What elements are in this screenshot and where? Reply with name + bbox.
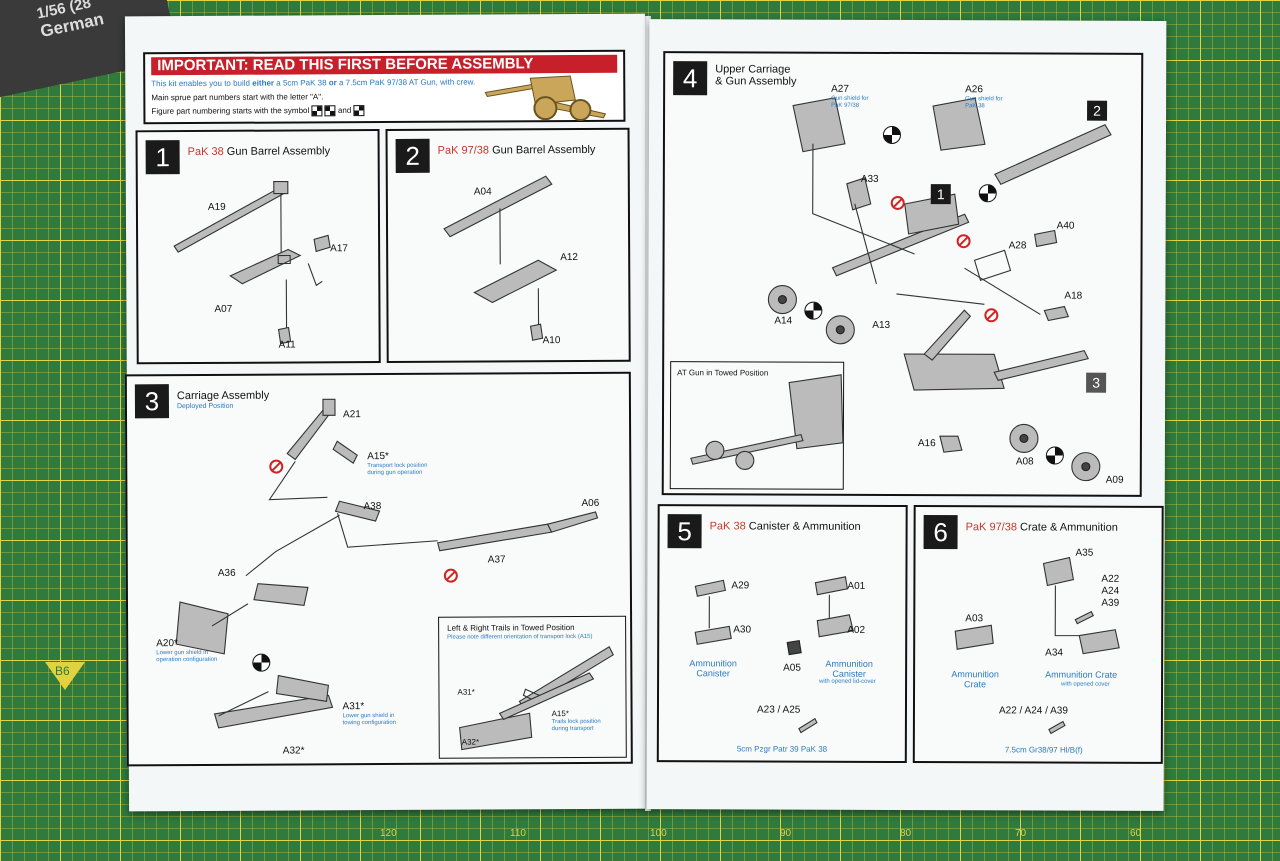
ammunition-parts: A23 / A25 [757,704,800,715]
step-6-diagram [915,507,1166,766]
part-label: A32* [283,745,305,756]
ammunition-caption: 7.5cm Gr38/97 Hl/B(f) [1005,745,1083,754]
part-label: A33 [861,174,879,185]
step-5-panel: 5 PaK 38 Canister & Ammunition A29 A01 A… [657,504,908,763]
part-label: A39 [1101,598,1119,609]
part-label: A22 [1101,574,1119,585]
step-6-panel: 6 PaK 97/38 Crate & Ammunition A35 A22 A… [913,505,1164,764]
part-label: A19 [208,202,226,213]
prohibited-icon [957,234,971,248]
figure-symbol-icon [325,105,336,116]
figure-symbol-icon [354,105,365,116]
part-label: A16 [918,438,936,449]
step-3-panel: 3 Carriage Assembly Deployed Position A2… [125,372,633,767]
part-label: A34 [1045,647,1063,658]
part-label: A10 [543,335,561,346]
part-label: A31* [343,701,365,712]
step-4-panel: 4 Upper Carriage& Gun Assembly [662,51,1144,497]
part-label: A30 [733,624,751,635]
instruction-page-left: IMPORTANT: READ THIS FIRST BEFORE ASSEMB… [125,14,649,812]
prohibited-icon [891,196,905,210]
part-label: A37 [488,554,506,565]
step-5-diagram [659,506,910,765]
part-label: A15* [367,451,389,462]
part-label: A08 [1016,456,1034,467]
step-2-panel: 2 PaK 97/38 Gun Barrel Assembly A04 A12 … [386,128,631,363]
important-notice: IMPORTANT: READ THIS FIRST BEFORE ASSEMB… [143,50,625,125]
part-label: A01 [847,581,865,592]
part-note: with opened lid-cover [819,679,876,686]
towed-gun-diagram [671,362,845,491]
part-label: A24 [1101,586,1119,597]
instruction-page-right: 4 Upper Carriage& Gun Assembly [647,19,1167,811]
ammunition-caption: 5cm Pzgr Patr 39 PaK 38 [737,744,827,753]
part-label: A13 [872,320,890,331]
part-label: A29 [731,580,749,591]
part-label: A05 [783,663,801,674]
part-label: A09 [1106,475,1124,486]
part-note: with opened cover [1061,682,1110,689]
figure-part-symbol-icon [1046,446,1064,464]
cutting-mat-marker: B6 [45,662,85,688]
ammunition-parts: A22 / A24 / A39 [999,705,1068,716]
prohibited-icon [984,308,998,322]
part-label: A20* [156,638,178,649]
part-label: A07 [214,304,232,315]
figure-symbol-icon [311,105,322,116]
part-label: A11 [279,339,296,350]
subassembly-badge: 3 [1086,373,1106,393]
part-label: A02 [847,625,865,636]
part-label: A04 [474,186,492,197]
part-label: A27 [831,84,849,95]
part-label: A38 [363,501,381,512]
step-1-panel: 1 PaK 38 Gun Barrel Assembly A19 A17 A07… [136,129,381,364]
part-label: A32* [462,738,479,747]
towed-position-inset: AT Gun in Towed Position [670,361,844,490]
ammunition-crate-open-label: Ammunition Crate [1045,669,1117,679]
figure-part-symbol-icon [883,126,901,144]
part-label: A40 [1057,221,1075,232]
part-label: A06 [581,498,599,509]
part-label: A14 [774,316,792,327]
part-label: A28 [1009,240,1027,251]
important-line-1: This kit enables you to build either a 5… [151,78,475,89]
part-label: A26 [965,84,983,95]
figure-part-symbol-icon [804,302,822,320]
important-line-3: Figure part numbering starts with the sy… [151,105,364,117]
step-2-diagram [388,130,633,365]
part-label: A03 [965,613,983,624]
part-label: A31* [457,688,474,697]
cutting-mat-label: B6 [55,664,70,678]
part-label: A35 [1075,548,1093,559]
prohibited-icon [269,460,283,474]
towed-trails-inset: Left & Right Trails in Towed Position Pl… [438,616,627,759]
figure-part-symbol-icon [979,184,997,202]
part-label: A18 [1064,291,1082,302]
subassembly-badge: 2 [1087,101,1107,121]
prohibited-icon [444,569,458,583]
anti-tank-gun-illustration [475,70,615,123]
part-label: A17 [330,243,348,254]
figure-part-symbol-icon [252,654,270,672]
part-label: A12 [560,252,578,263]
subassembly-badge: 1 [931,184,951,204]
important-line-2: Main sprue part numbers start with the l… [151,92,323,102]
part-label: A36 [218,568,236,579]
part-label: A15* [552,709,569,718]
part-label: A21 [343,409,361,420]
